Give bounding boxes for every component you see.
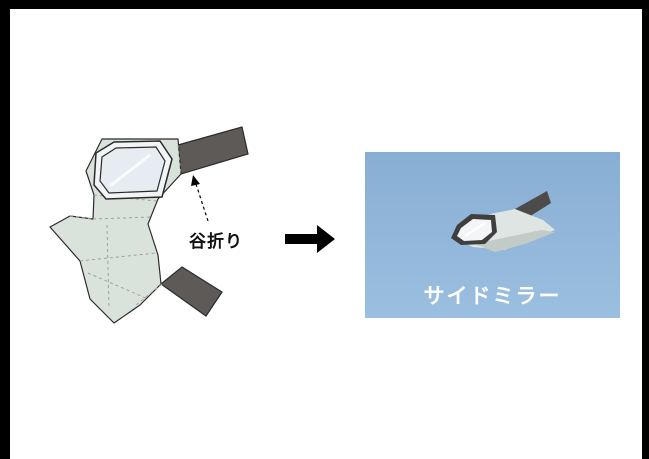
diagram-frame: 谷折り サイドミラー [10, 9, 642, 459]
side-mirror-photo [365, 152, 620, 318]
fold-pointer-head [191, 175, 200, 186]
result-photo: サイドミラー [365, 152, 620, 318]
fold-pointer-line [195, 183, 209, 222]
papercraft-template [49, 126, 335, 324]
upper-strap [177, 126, 249, 175]
result-arrow [285, 225, 335, 253]
result-caption: サイドミラー [423, 284, 562, 308]
lower-strap [160, 266, 223, 317]
fold-label: 谷折り [189, 232, 243, 252]
